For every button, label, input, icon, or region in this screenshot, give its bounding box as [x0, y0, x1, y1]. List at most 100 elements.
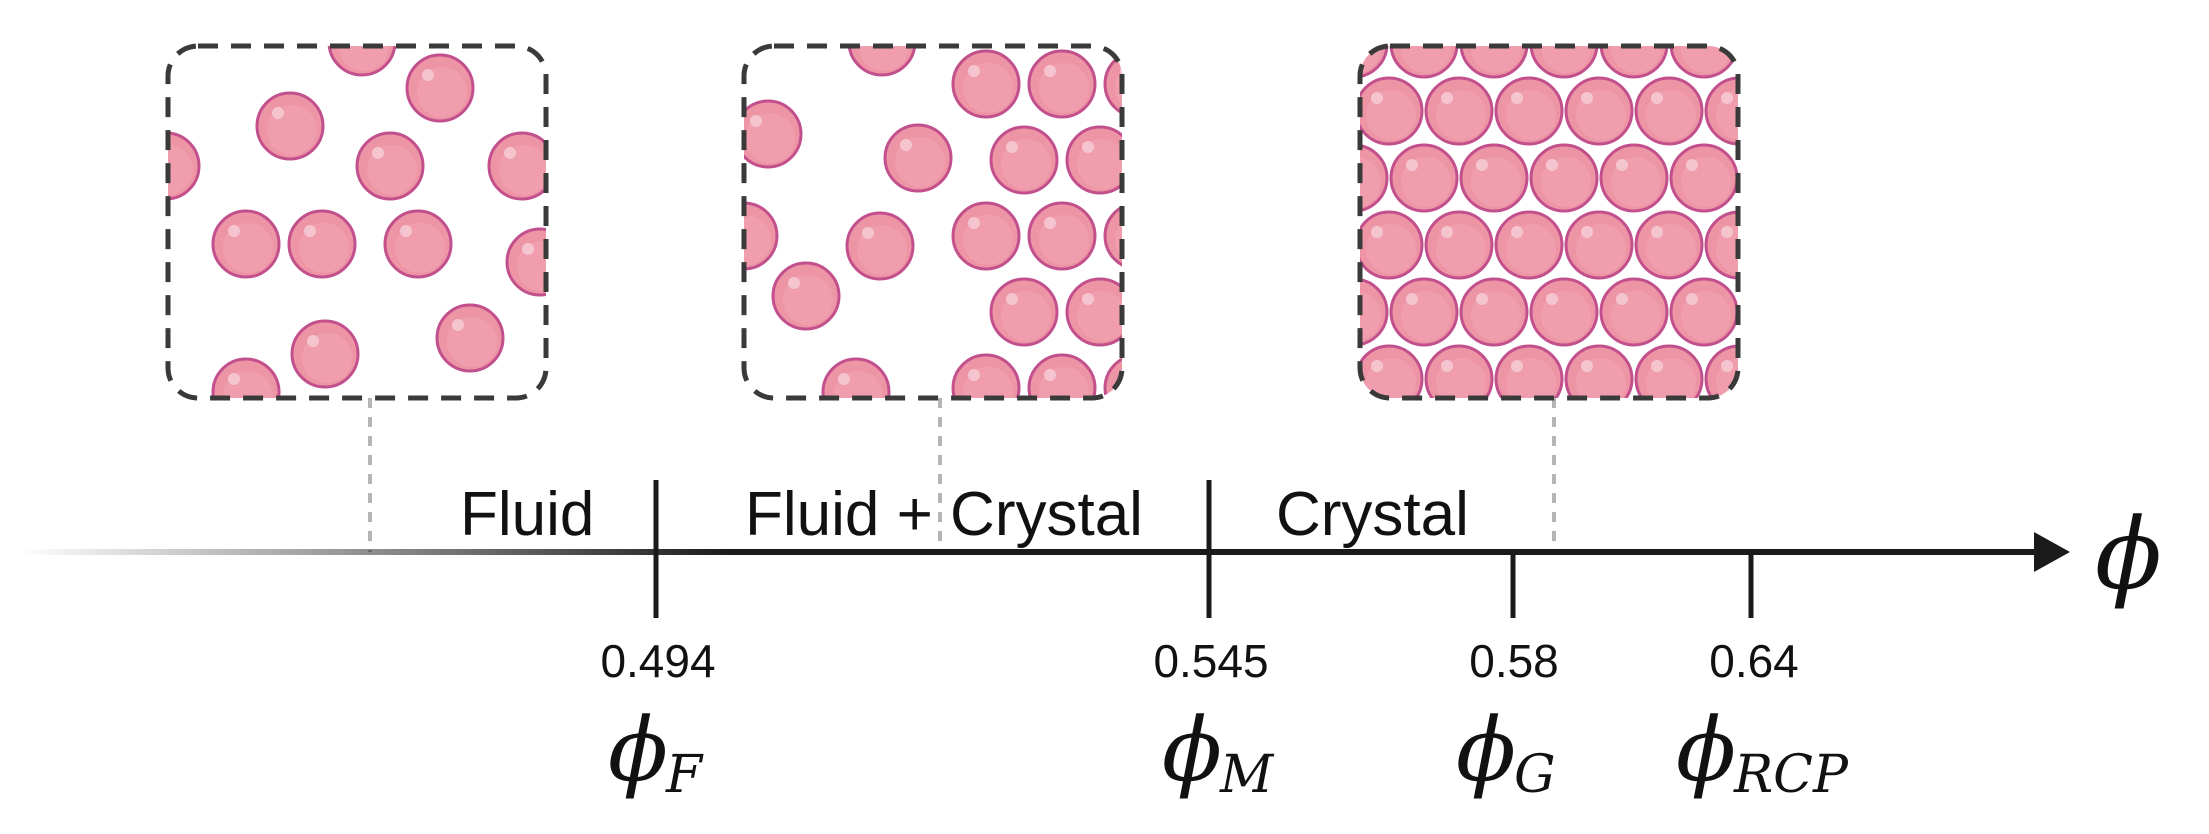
panel-guide-lines	[368, 398, 1556, 552]
phi-freezing: ϕ F	[608, 698, 704, 805]
particle	[1426, 0, 1492, 10]
particle	[1564, 344, 1634, 398]
particle	[1704, 76, 1738, 146]
particle	[1706, 0, 1772, 10]
particle	[1143, 279, 1209, 345]
panel-frame-coexistence	[741, 43, 1125, 401]
phi-random-close-packing-symbol: ϕ	[1676, 698, 1736, 801]
particle	[405, 53, 475, 123]
particle	[290, 319, 360, 389]
particle	[505, 227, 546, 297]
particle	[327, 46, 397, 77]
particle	[211, 209, 281, 279]
particle	[1143, 431, 1209, 497]
particle	[211, 357, 281, 398]
particle	[1360, 46, 1389, 79]
phase-labels: Fluid Fluid + Crystal Crystal	[460, 480, 1469, 549]
particle	[1529, 143, 1599, 213]
particle	[1634, 76, 1704, 146]
particle	[951, 353, 1021, 398]
phase-boundaries	[653, 480, 1754, 618]
particle	[1360, 210, 1424, 280]
volume-fraction-axis: ϕ	[20, 498, 2162, 612]
particle	[1424, 210, 1494, 280]
particle	[1065, 277, 1122, 347]
phi-melting: ϕ M	[1162, 698, 1275, 805]
particle	[1776, 346, 1842, 412]
particle	[1601, 413, 1667, 479]
particle	[1634, 210, 1704, 280]
particle	[1065, 125, 1122, 195]
particle	[1356, 0, 1422, 10]
phi-freezing-subscript: F	[665, 745, 704, 805]
particle	[821, 357, 891, 398]
particle	[435, 303, 505, 373]
particle	[1669, 143, 1738, 213]
particle	[1251, 11, 1317, 77]
particle	[1704, 210, 1738, 280]
particle	[744, 99, 803, 169]
particle	[255, 91, 325, 161]
phi-freezing-symbol: ϕ	[608, 698, 668, 801]
axis-arrowhead-icon	[2034, 532, 2070, 572]
phi-glass-subscript: G	[1514, 745, 1556, 805]
particle	[355, 131, 425, 201]
panel-crystal	[1251, 0, 1842, 479]
particle	[1389, 277, 1459, 347]
particle	[1494, 210, 1564, 280]
particle	[1251, 279, 1317, 345]
particle	[1360, 344, 1424, 398]
fluid-particles-icon	[168, 46, 546, 398]
particle	[1741, 11, 1807, 77]
particle	[1286, 78, 1352, 144]
particle	[1251, 145, 1317, 211]
phi-random-close-packing: ϕ RCP	[1676, 698, 1849, 805]
particle	[1027, 49, 1097, 119]
particle	[951, 201, 1021, 271]
particle	[1027, 201, 1097, 271]
particle	[1360, 277, 1389, 347]
particle	[1391, 413, 1457, 479]
particle	[1671, 413, 1737, 479]
particle	[1529, 277, 1599, 347]
phi-melting-subscript: M	[1219, 745, 1275, 805]
particle	[1103, 201, 1122, 271]
particle	[1634, 344, 1704, 398]
particle	[989, 125, 1059, 195]
particle	[1461, 413, 1527, 479]
phi-glass: ϕ G	[1456, 698, 1556, 805]
particle	[883, 123, 953, 193]
particle	[1103, 49, 1122, 119]
panel-frame-crystal	[1357, 43, 1741, 401]
particle	[1564, 76, 1634, 146]
particle	[1741, 145, 1807, 211]
phi-glass-symbol: ϕ	[1456, 698, 1516, 801]
particle	[1251, 413, 1317, 479]
tick-value-random-close-packing: 0.64	[1709, 635, 1799, 687]
particle	[771, 261, 841, 331]
tick-value-melting: 0.545	[1153, 635, 1268, 687]
particle	[1669, 277, 1738, 347]
particle	[1321, 413, 1387, 479]
particle	[383, 209, 453, 279]
particle	[1531, 413, 1597, 479]
panel-frame-fluid	[165, 43, 549, 401]
axis-line	[20, 549, 2050, 555]
panel-coexistence	[741, 43, 1209, 497]
particle	[487, 131, 546, 201]
particle	[1286, 0, 1352, 10]
particle	[1776, 0, 1842, 10]
crystal-particles-icon	[1251, 0, 1842, 479]
phase-label-coexistence: Fluid + Crystal	[745, 480, 1143, 549]
phi-melting-symbol: ϕ	[1162, 698, 1222, 801]
particle	[168, 131, 201, 201]
tick-value-freezing: 0.494	[600, 635, 715, 687]
phase-label-fluid: Fluid	[460, 480, 594, 549]
phase-label-crystal: Crystal	[1276, 480, 1469, 549]
particle	[1424, 344, 1494, 398]
axis-symbol: ϕ	[2095, 498, 2162, 612]
particle	[1360, 76, 1424, 146]
tick-symbols: ϕ F ϕ M ϕ G ϕ RCP	[608, 698, 1849, 805]
tick-values: 0.494 0.545 0.58 0.64	[600, 635, 1798, 687]
